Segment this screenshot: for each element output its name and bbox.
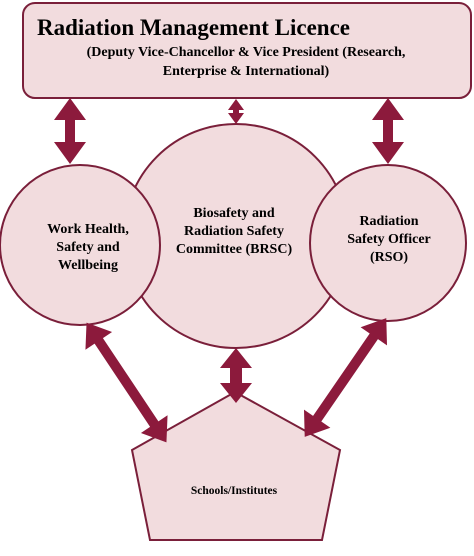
schools-label: Schools/Institutes xyxy=(191,485,278,497)
licence-title: Radiation Management Licence xyxy=(37,15,350,40)
arrow-rso-schools xyxy=(303,318,388,437)
arrow-licence-whs xyxy=(54,98,86,164)
brsc-label-line3: Committee (BRSC) xyxy=(176,242,293,257)
schools-pentagon xyxy=(130,390,342,541)
arrow-licence-brsc xyxy=(228,99,244,124)
arrow-brsc-schools xyxy=(220,348,252,403)
rso-label-line3: (RSO) xyxy=(370,250,408,265)
rso-label-line1: Radiation xyxy=(359,214,418,229)
whs-label-line2: Safety and xyxy=(56,240,120,255)
arrow-whs-schools xyxy=(85,322,168,443)
whs-label-line1: Work Health, xyxy=(47,222,129,237)
rso-label-line2: Safety Officer xyxy=(347,232,431,247)
licence-box xyxy=(22,2,472,99)
licence-subtitle-line1: (Deputy Vice-Chancellor & Vice President… xyxy=(87,45,406,60)
brsc-label-line2: Radiation Safety xyxy=(184,224,284,239)
rso-circle xyxy=(309,164,467,322)
arrow-licence-rso xyxy=(372,98,404,164)
whs-label-line3: Wellbeing xyxy=(58,258,118,273)
licence-subtitle-line2: Enterprise & International) xyxy=(163,64,330,79)
brsc-label-line1: Biosafety and xyxy=(193,206,275,221)
whs-circle xyxy=(0,164,161,326)
